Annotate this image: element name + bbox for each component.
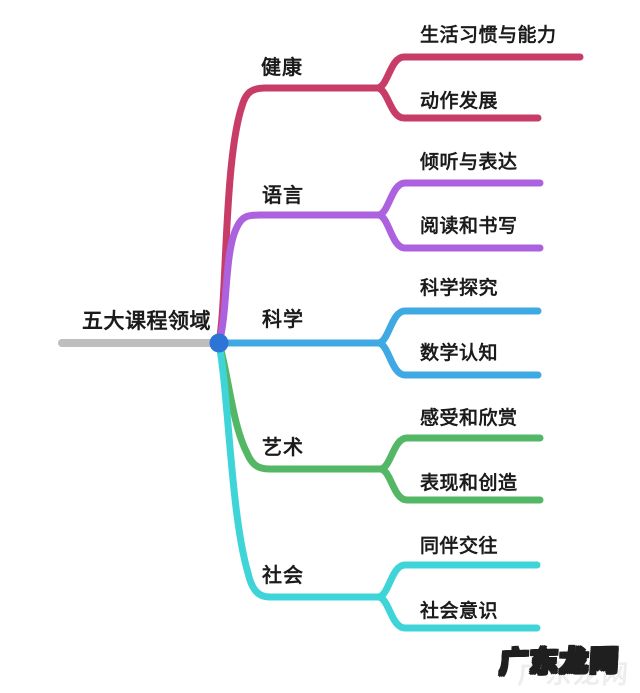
branch-art-child1-line (376, 434, 544, 473)
branch-society-label: 社会 (262, 565, 304, 587)
leaf-science-inquiry-label: 科学探究 (420, 278, 499, 299)
branch-art-child2-line (376, 465, 544, 504)
leaf-math-cognition-label: 数学认知 (420, 343, 499, 364)
branch-language-lines (215, 179, 544, 347)
root-hub-dot (209, 333, 229, 353)
branch-society-main-line (215, 339, 382, 601)
branch-language-child1-line (374, 179, 544, 219)
leaf-feel-appreciate-label: 感受和欣赏 (420, 408, 518, 429)
leaf-reading-writing-label: 阅读和书写 (420, 216, 518, 237)
leaf-social-awareness-label: 社会意识 (420, 601, 499, 622)
branch-language-child2-line (374, 211, 544, 252)
branch-science-child2-line (374, 339, 542, 379)
watermark-text: 广东龙网 (498, 644, 622, 679)
branch-language-main-line (215, 211, 382, 347)
leaf-listening-expression-label: 倾听与表达 (420, 152, 518, 173)
branch-language-label: 语言 (262, 185, 304, 207)
branch-health-child1-line (373, 53, 584, 92)
branch-health-child2-line (373, 84, 542, 122)
branch-science-lines (215, 307, 542, 379)
leaf-motor-development-label: 动作发展 (420, 91, 499, 112)
branch-society-child1-line (374, 561, 541, 601)
branch-science-label: 科学 (262, 309, 304, 331)
leaf-peer-interaction-label: 同伴交往 (420, 536, 499, 557)
leaf-living-habits-label: 生活习惯与能力 (420, 25, 557, 46)
root-node-label: 五大课程领域 (82, 310, 211, 333)
branch-society-lines (215, 339, 541, 632)
branch-science-child1-line (374, 307, 542, 347)
branch-society-child2-line (374, 593, 541, 632)
branch-health-label: 健康 (261, 57, 303, 79)
branch-art-label: 艺术 (262, 437, 304, 459)
leaf-express-create-label: 表现和创造 (420, 473, 518, 494)
